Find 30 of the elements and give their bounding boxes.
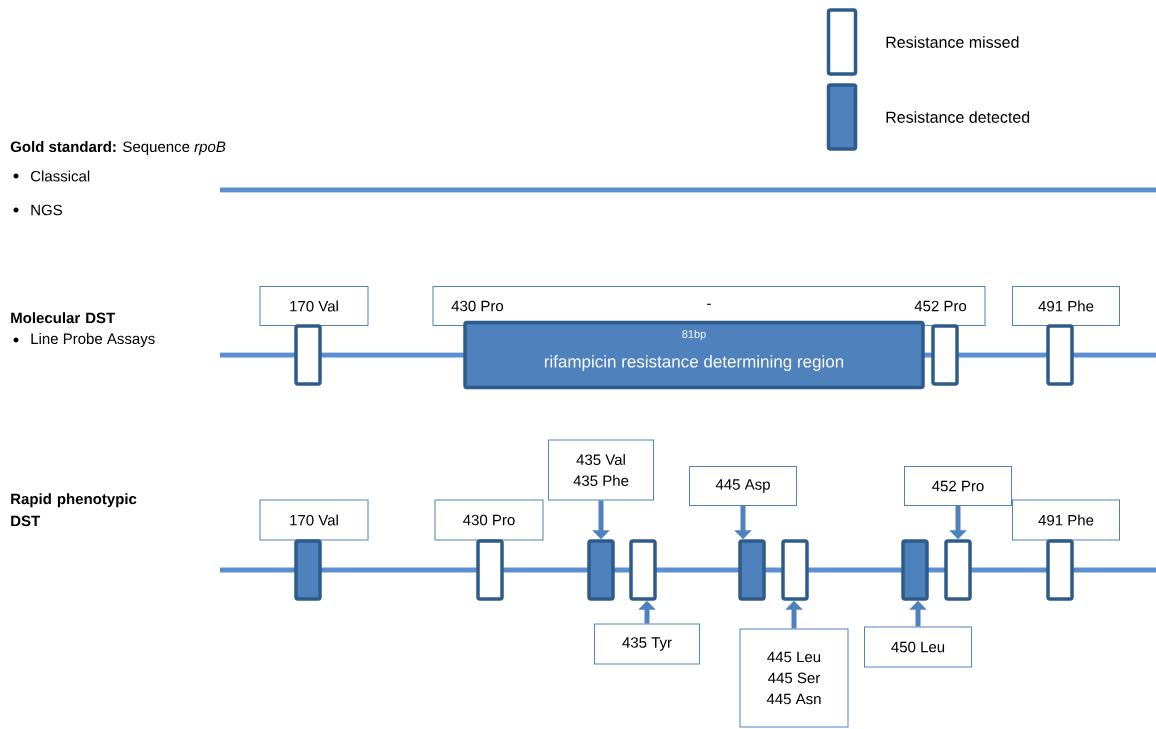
label-box: 445 Leu 445 Ser 445 Asn <box>739 628 849 728</box>
mutation-marker <box>1046 539 1074 601</box>
region-box: 81bp rifampicin resistance determining region <box>463 320 925 390</box>
mutation-marker <box>931 324 959 386</box>
label-box: 491 Phe <box>1012 499 1120 541</box>
list-text: Classical <box>30 170 90 182</box>
label-box: 435 Val 435 Phe <box>548 439 654 501</box>
mutation-marker <box>476 539 504 601</box>
legend-text: Resistance missed <box>886 36 1019 48</box>
list-text: Gold standard: Sequence rpoB <box>10 141 226 155</box>
row-heading: Rapid phenotypic DST <box>11 493 137 527</box>
label-box: 450 Leu <box>864 626 972 668</box>
mutation-marker <box>944 539 972 601</box>
label-box: 430 Pro <box>434 499 544 541</box>
list-text: Line Probe Assays <box>31 333 155 347</box>
list-text: NGS <box>31 204 62 216</box>
label-box: 452 Pro <box>904 466 1012 506</box>
mutation-marker <box>1046 324 1074 386</box>
label-box: 430 Pro - 452 Pro <box>432 286 986 326</box>
label-box: 170 Val <box>259 499 369 541</box>
mutation-marker <box>781 539 809 601</box>
label-box: 435 Tyr <box>594 623 700 665</box>
mutation-marker <box>294 539 322 601</box>
mutation-marker <box>294 324 322 386</box>
label-box: 491 Phe <box>1012 286 1120 326</box>
label-box: 170 Val <box>259 286 369 326</box>
row-heading: Molecular DST <box>11 312 116 324</box>
label-box: 445 Asp <box>689 466 797 506</box>
mutation-marker <box>629 539 657 601</box>
legend-text: Resistance detected <box>886 111 1030 123</box>
